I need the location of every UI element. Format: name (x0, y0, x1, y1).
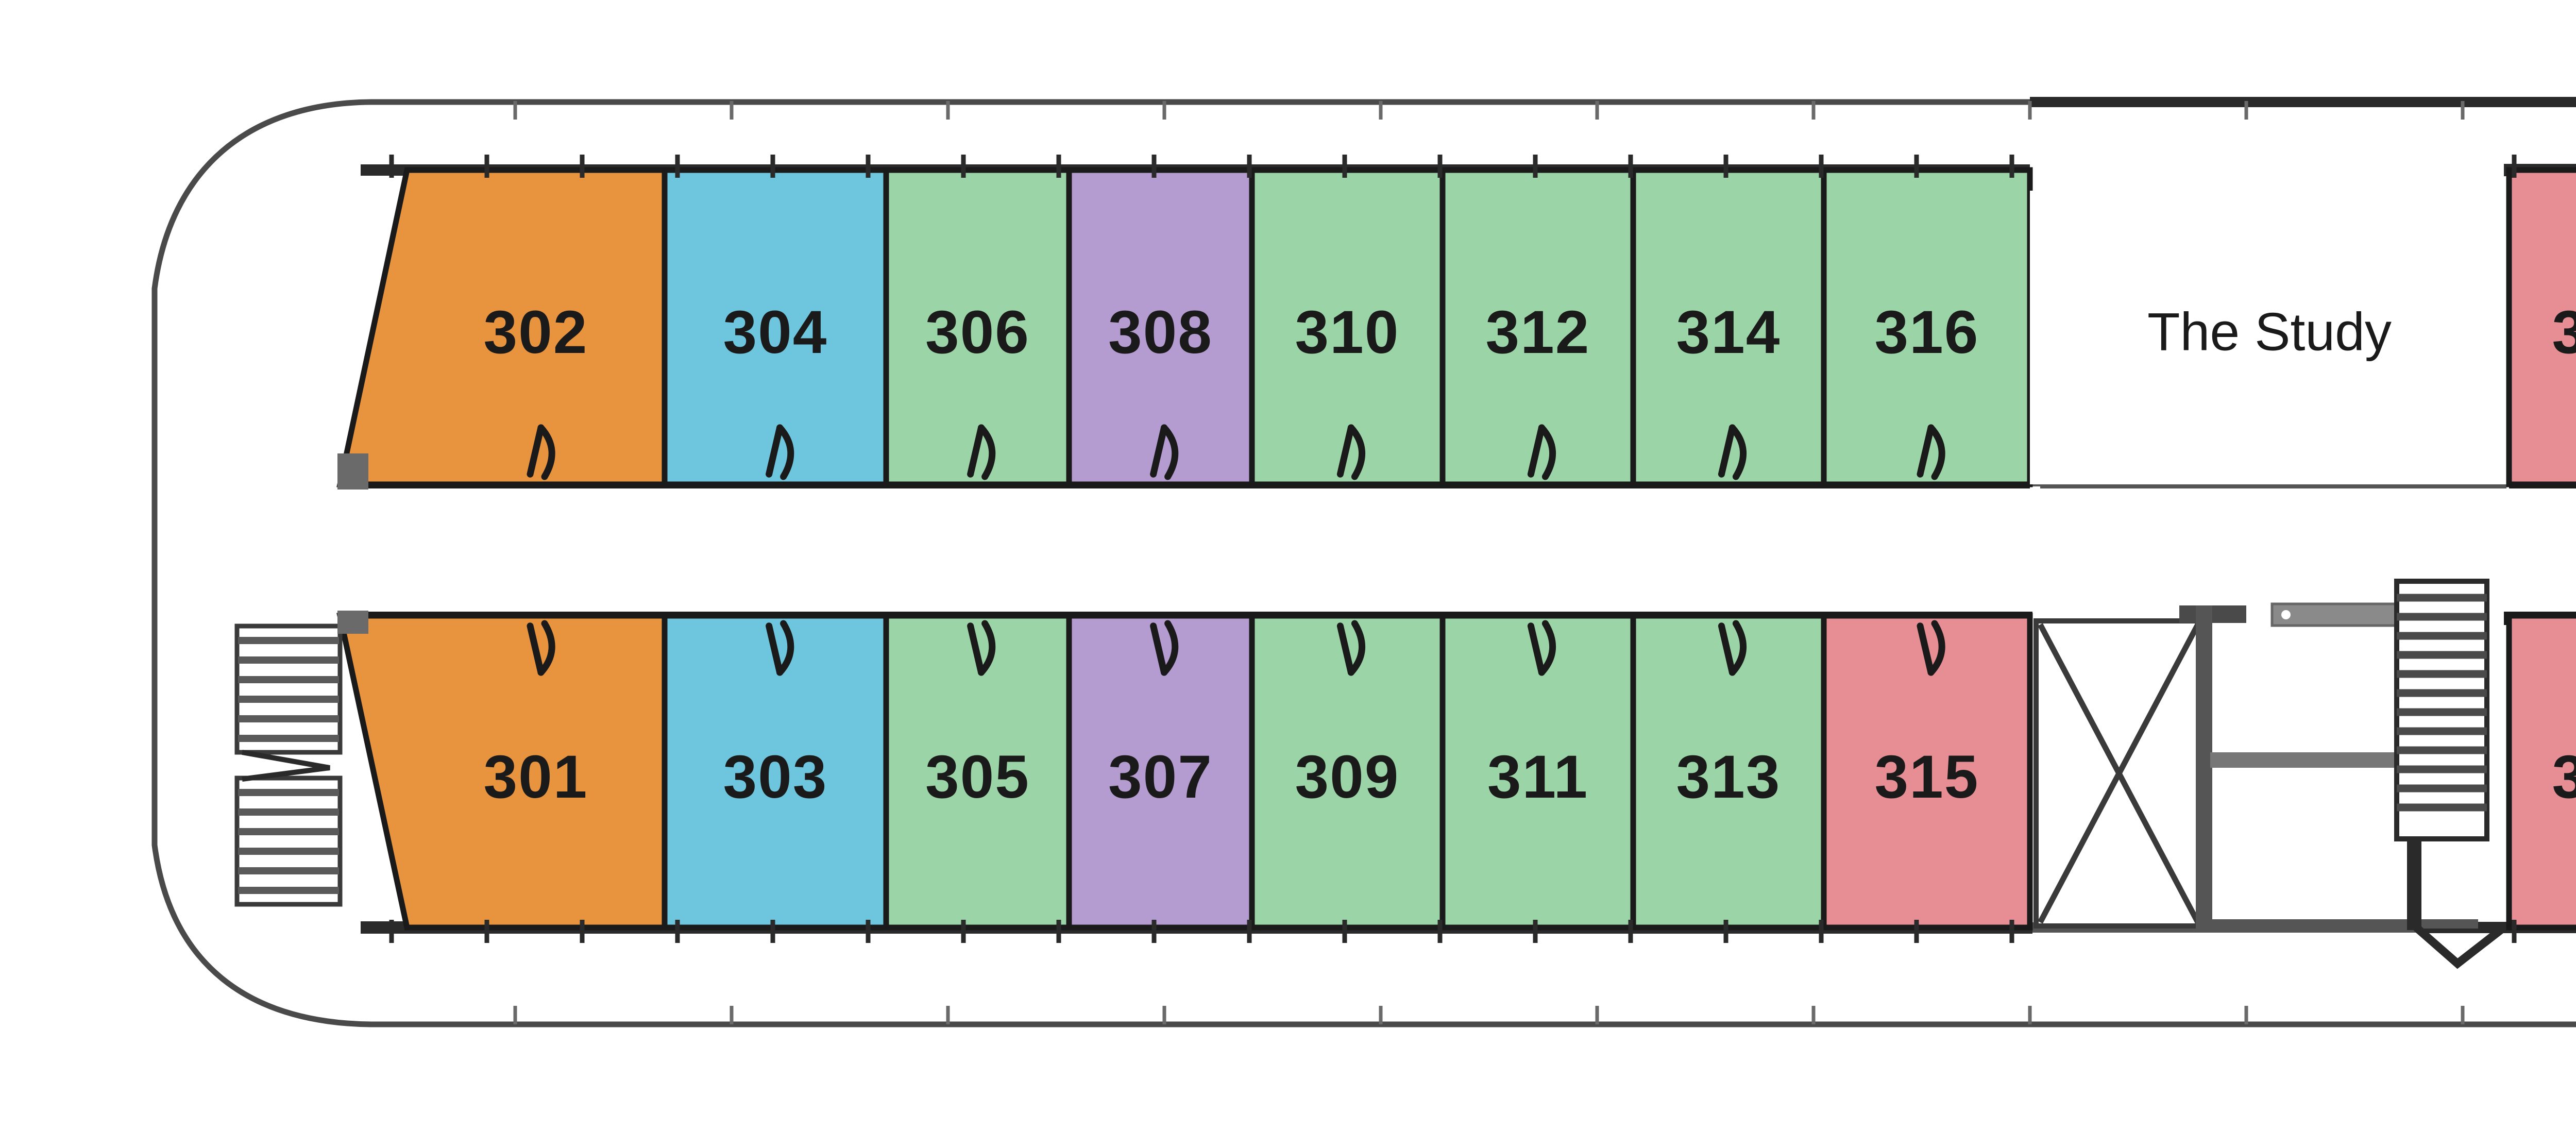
door-icon (1336, 424, 1366, 480)
upper-cabin-group (336, 167, 2033, 487)
door-icon (527, 424, 555, 480)
cabin-312[interactable] (1439, 167, 1636, 487)
stairwell-x-marker[interactable] (2033, 605, 2246, 929)
door-icon (766, 424, 794, 480)
cabin-315[interactable] (1821, 613, 2033, 931)
upper-aft-cabin-group (2506, 167, 2576, 487)
hull-outline (151, 99, 2576, 1027)
cabin-322[interactable] (2506, 167, 2576, 487)
door-icon (1718, 424, 1747, 480)
door-icon (1527, 424, 1556, 480)
study-room[interactable] (2030, 191, 2509, 484)
door-icon (766, 620, 794, 676)
door-icon (1718, 620, 1747, 676)
bow-bulkhead (337, 453, 368, 634)
cabin-321[interactable] (2506, 613, 2576, 931)
door-icon (527, 620, 555, 676)
door-icon (1917, 424, 1945, 480)
door-icon (967, 424, 996, 480)
study-label: The Study (2147, 302, 2392, 362)
door-icon (1150, 424, 1179, 480)
aft-corridor-connector (2413, 924, 2506, 969)
study-group (2030, 191, 2509, 484)
cabin-301[interactable] (336, 613, 668, 931)
ladder-stern-lower (2394, 579, 2489, 841)
frame-ticks (389, 101, 2517, 1024)
door-icon (1336, 620, 1366, 676)
door-icon (1150, 620, 1179, 676)
door-icon (967, 620, 996, 676)
ladder-bow (234, 623, 343, 907)
door-icon (1917, 620, 1945, 676)
lower-cabin-group (336, 613, 2033, 931)
cabin-302[interactable] (336, 167, 668, 487)
door-icon (1527, 620, 1556, 676)
lower-aft-cabin-group (2506, 613, 2576, 931)
